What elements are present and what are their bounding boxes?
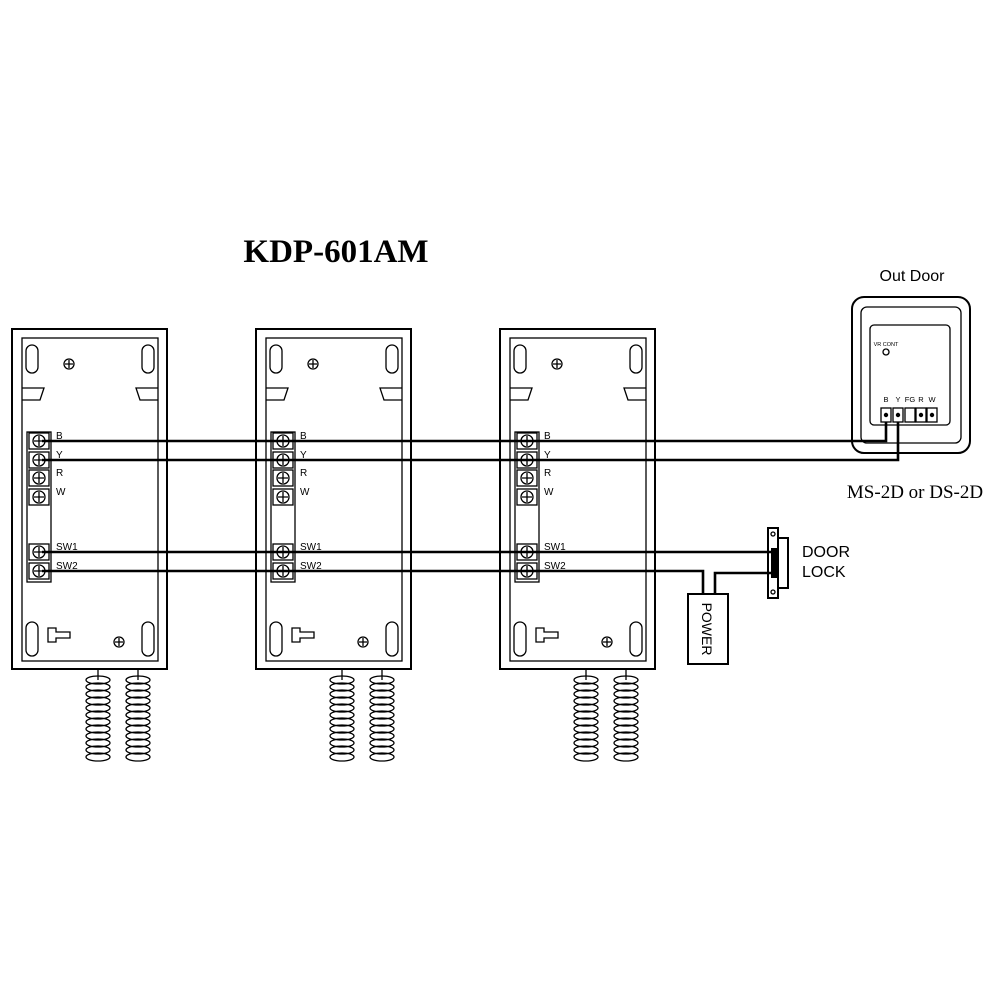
diagram-title: KDP-601AM [243, 234, 428, 270]
terminal-label: B [544, 431, 551, 442]
terminal-label: B [56, 431, 63, 442]
screw-icon [63, 358, 75, 370]
coiled-cord [329, 669, 355, 762]
coiled-cord [369, 669, 395, 762]
terminal-label: W [544, 487, 554, 498]
terminal-label: SW2 [544, 561, 566, 572]
terminal-label: SW1 [56, 542, 78, 553]
outdoor-caption: Out Door [880, 268, 946, 285]
vr-cont-label: VR CONT [874, 342, 899, 348]
terminal-label: R [300, 468, 307, 479]
terminal-label: R [544, 468, 551, 479]
terminal-label: W [300, 487, 310, 498]
terminal-label: SW2 [300, 561, 322, 572]
power-supply: POWER [687, 593, 729, 665]
terminal-screw-icon [276, 471, 290, 485]
terminal-label: SW2 [56, 561, 78, 572]
outdoor-terminal-label: Y [895, 395, 900, 404]
screw-icon [113, 636, 125, 648]
screw-icon [307, 358, 319, 370]
terminal-screw-icon [32, 471, 46, 485]
screw-icon [601, 636, 613, 648]
outdoor-terminal-label: FG [905, 395, 916, 404]
coiled-cord [85, 669, 111, 762]
coiled-cord [613, 669, 639, 762]
terminal-label: B [300, 431, 307, 442]
outdoor-model-label: MS-2D or DS-2D [847, 482, 983, 503]
vr-knob-icon [882, 348, 890, 356]
outdoor-terminal-label: B [883, 395, 888, 404]
door-lock-line2: LOCK [802, 564, 846, 581]
terminal-label: W [56, 487, 66, 498]
wire-b [42, 422, 888, 443]
terminal-screw-icon [32, 490, 46, 504]
screw-icon [551, 358, 563, 370]
power-label: POWER [699, 603, 715, 656]
wire-y [42, 422, 900, 462]
terminal-label: Y [300, 450, 307, 461]
door-lock-line1: DOOR [802, 544, 850, 561]
terminal-label: SW1 [300, 542, 322, 553]
terminal-screw-icon [520, 490, 534, 504]
coiled-cord [125, 669, 151, 762]
terminal-label: SW1 [544, 542, 566, 553]
terminal-screw-icon [276, 490, 290, 504]
terminal-label: R [56, 468, 63, 479]
screw-icon [357, 636, 369, 648]
wire-sw2 [42, 569, 705, 594]
terminal-screw-icon [520, 471, 534, 485]
outdoor-terminal-label: R [918, 395, 924, 404]
terminal-label: Y [56, 450, 63, 461]
terminal-label: Y [544, 450, 551, 461]
wiring [42, 422, 900, 594]
coiled-cord [573, 669, 599, 762]
door-lock: DOOR LOCK [767, 527, 850, 599]
wire-power-lock [713, 571, 773, 594]
outdoor-terminal-label: W [928, 395, 936, 404]
